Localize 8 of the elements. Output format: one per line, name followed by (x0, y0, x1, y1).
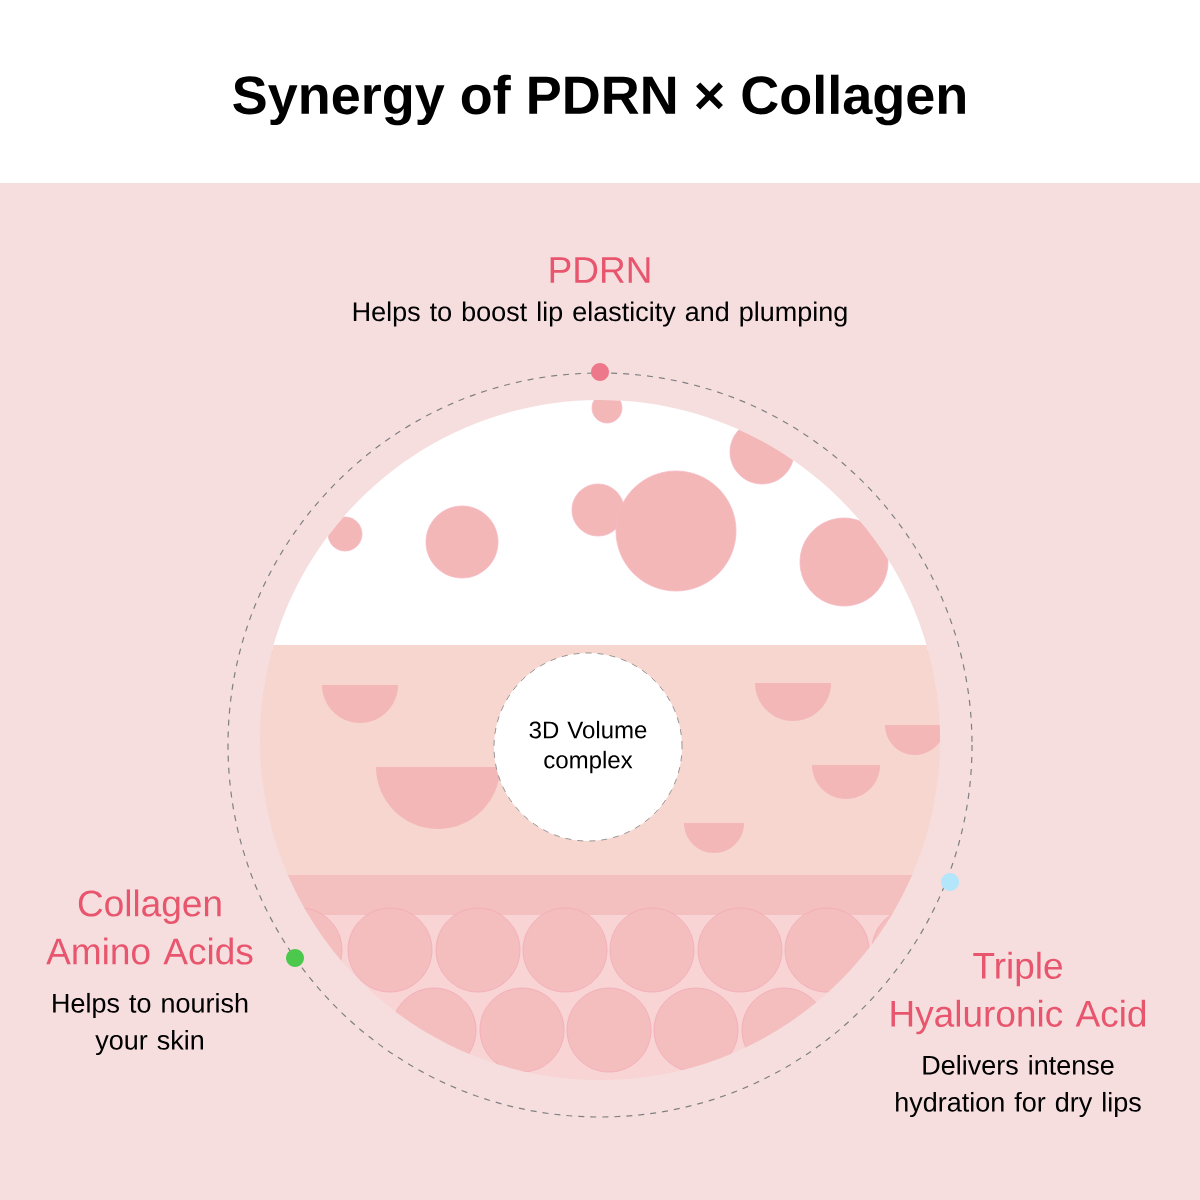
ingredient-heading: Collagen Amino Acids (46, 889, 253, 965)
ingredient-heading: Triple Hyaluronic Acid (891, 951, 1146, 1035)
ingredient-heading: PDRN (550, 257, 650, 283)
title: Synergy of PDRN × Collagen (233, 74, 965, 126)
description-text: Helps to boost lip elasticity and plumping (353, 301, 847, 327)
description-text: Helps to nourish your skin (53, 992, 248, 1056)
dashed-circle-node: 3D Volume complex (493, 652, 683, 842)
description-text: Delivers intense hydration for dry lips (896, 1054, 1141, 1118)
